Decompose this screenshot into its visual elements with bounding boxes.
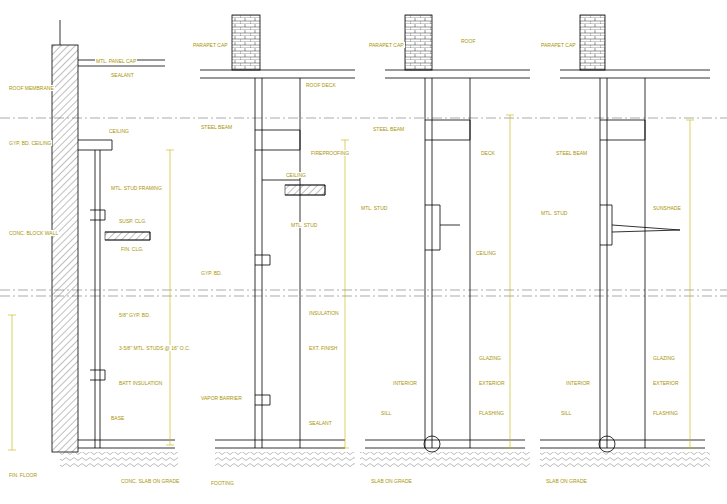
annotation: STEEL BEAM (200, 124, 233, 130)
annotation: INTERIOR (565, 380, 591, 386)
annotation: EXT. FINISH (308, 345, 338, 351)
annotation: MTL. STUD (290, 222, 318, 228)
annotation: PARAPET CAP (368, 42, 405, 48)
annotation: INSULATION (308, 310, 340, 316)
annotation: 5/8" GYP. BD. (118, 312, 151, 318)
annotation: SLAB ON GRADE (545, 478, 588, 484)
annotation: BATT INSULATION (118, 380, 163, 386)
annotation: SLAB ON GRADE (370, 478, 413, 484)
annotation: GYP. BD. CEILING (8, 140, 52, 146)
annotation: EXTERIOR (478, 380, 506, 386)
annotation: GLAZING (652, 355, 676, 361)
annotation: VAPOR BARRIER (200, 395, 243, 401)
annotation: FIREPROOFING (310, 150, 350, 156)
annotation: BASE (110, 415, 125, 421)
annotation: SUNSHADE (652, 205, 682, 211)
annotation: CEILING (285, 172, 307, 178)
annotation: ROOF (460, 38, 476, 44)
annotation: MTL. PANEL CAP (95, 58, 137, 64)
annotation: DECK (480, 150, 496, 156)
annotation: MTL. STUD FRAMING (110, 185, 163, 191)
annotation: CEILING (475, 250, 497, 256)
annotation: EXTERIOR (652, 380, 680, 386)
annotation: FIN. CLG. (120, 246, 145, 252)
annotation: INTERIOR (392, 380, 418, 386)
annotation: FIN. FLOOR (8, 472, 38, 478)
annotation: SUSP. CLG. (118, 218, 147, 224)
annotation: SEALANT (110, 72, 135, 78)
annotation: FLASHING (478, 410, 505, 416)
annotation: PARAPET CAP (192, 42, 229, 48)
annotation: MTL. STUD (360, 205, 388, 211)
annotation: GLAZING (478, 355, 502, 361)
annotation: SEALANT (308, 420, 333, 426)
annotation: MTL. STUD (540, 210, 568, 216)
annotation: FLASHING (652, 410, 679, 416)
annotation: PARAPET CAP (540, 42, 577, 48)
annotation: GYP. BD. (200, 270, 223, 276)
annotation: STEEL BEAM (555, 150, 588, 156)
annotation: STEEL BEAM (372, 126, 405, 132)
annotation: SILL (380, 410, 392, 416)
annotation: SILL (560, 410, 572, 416)
annotation: FOOTING (210, 480, 235, 486)
annotation: ROOF MEMBRANE (8, 85, 55, 91)
annotation: ROOF DECK (305, 82, 337, 88)
annotation: 3-5/8" MTL. STUDS @ 16" O.C. (118, 345, 191, 351)
annotation: CONC. SLAB ON GRADE (120, 478, 180, 484)
annotation: CONC. BLOCK WALL (8, 230, 59, 236)
annotation: CEILING (108, 128, 130, 134)
